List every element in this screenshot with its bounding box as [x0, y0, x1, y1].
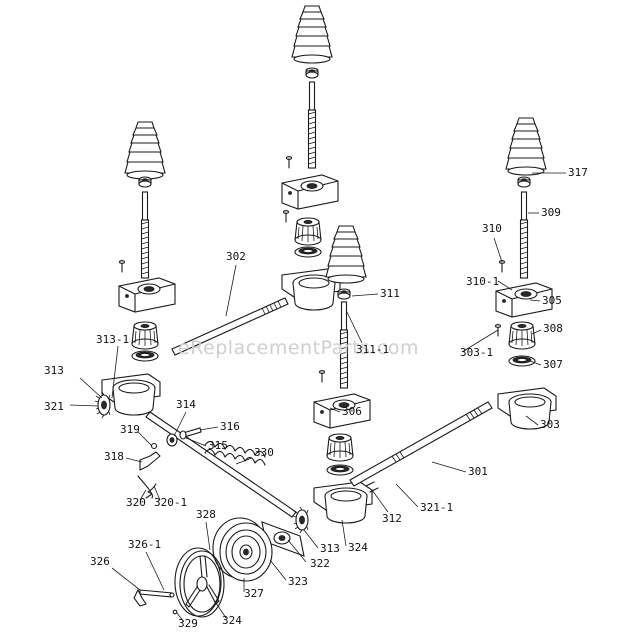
handle-326 — [133, 588, 178, 615]
part-number-316: 316 — [220, 420, 240, 433]
part-number-323: 323 — [288, 575, 308, 588]
part-number-310-1: 310-1 — [466, 275, 499, 288]
part-number-312: 312 — [382, 512, 402, 525]
part-number-320-1: 320-1 — [154, 496, 187, 509]
shaft-301 — [349, 401, 493, 493]
part-number-305: 305 — [542, 294, 562, 307]
callout-labels: 301 302 303 303-1 305 306 307 308 309 310 310-1 311… — [44, 166, 588, 630]
link-318-320 — [137, 442, 161, 499]
part-number-317: 317 — [568, 166, 588, 179]
part-number-315: 315 — [208, 439, 228, 452]
part-number-318: 318 — [104, 450, 124, 463]
part-number-326: 326 — [90, 555, 110, 568]
left-column-assembly — [101, 121, 176, 416]
leader-lines — [69, 172, 566, 623]
part-number-330: 330 — [254, 446, 274, 459]
part-number-308: 308 — [543, 322, 563, 335]
part-number-313-1: 313-1 — [96, 333, 129, 346]
part-number-329: 329 — [178, 617, 198, 630]
part-number-313: 313 — [44, 364, 64, 377]
part-number-324b: 324 — [348, 541, 368, 554]
part-number-306: 306 — [342, 405, 362, 418]
right-column-assembly — [494, 117, 557, 430]
bracket-323 — [261, 521, 305, 557]
part-number-301: 301 — [468, 465, 488, 478]
pulley-327 — [212, 517, 273, 582]
part-number-303-1: 303-1 — [460, 346, 493, 359]
part-number-326-1: 326-1 — [128, 538, 161, 551]
part-number-322: 322 — [310, 557, 330, 570]
part-number-314: 314 — [176, 398, 196, 411]
part-number-311-1: 311-1 — [356, 343, 389, 356]
part-number-307: 307 — [543, 358, 563, 371]
part-number-313b: 313 — [320, 542, 340, 555]
watermark: eReplacementParts.com — [178, 337, 419, 359]
collar-314-316 — [166, 427, 202, 447]
part-number-321-1: 321-1 — [420, 501, 453, 514]
part-number-328: 328 — [196, 508, 216, 521]
handwheel-324 — [174, 547, 225, 618]
part-number-320: 320 — [126, 496, 146, 509]
part-number-311: 311 — [380, 287, 400, 300]
shaft-302 — [171, 297, 289, 356]
part-number-302: 302 — [226, 250, 246, 263]
part-number-321: 321 — [44, 400, 64, 413]
part-number-310: 310 — [482, 222, 502, 235]
part-number-327: 327 — [244, 587, 264, 600]
part-number-324: 324 — [222, 614, 242, 627]
part-number-309: 309 — [541, 206, 561, 219]
part-number-303: 303 — [540, 418, 560, 431]
part-number-319: 319 — [120, 423, 140, 436]
